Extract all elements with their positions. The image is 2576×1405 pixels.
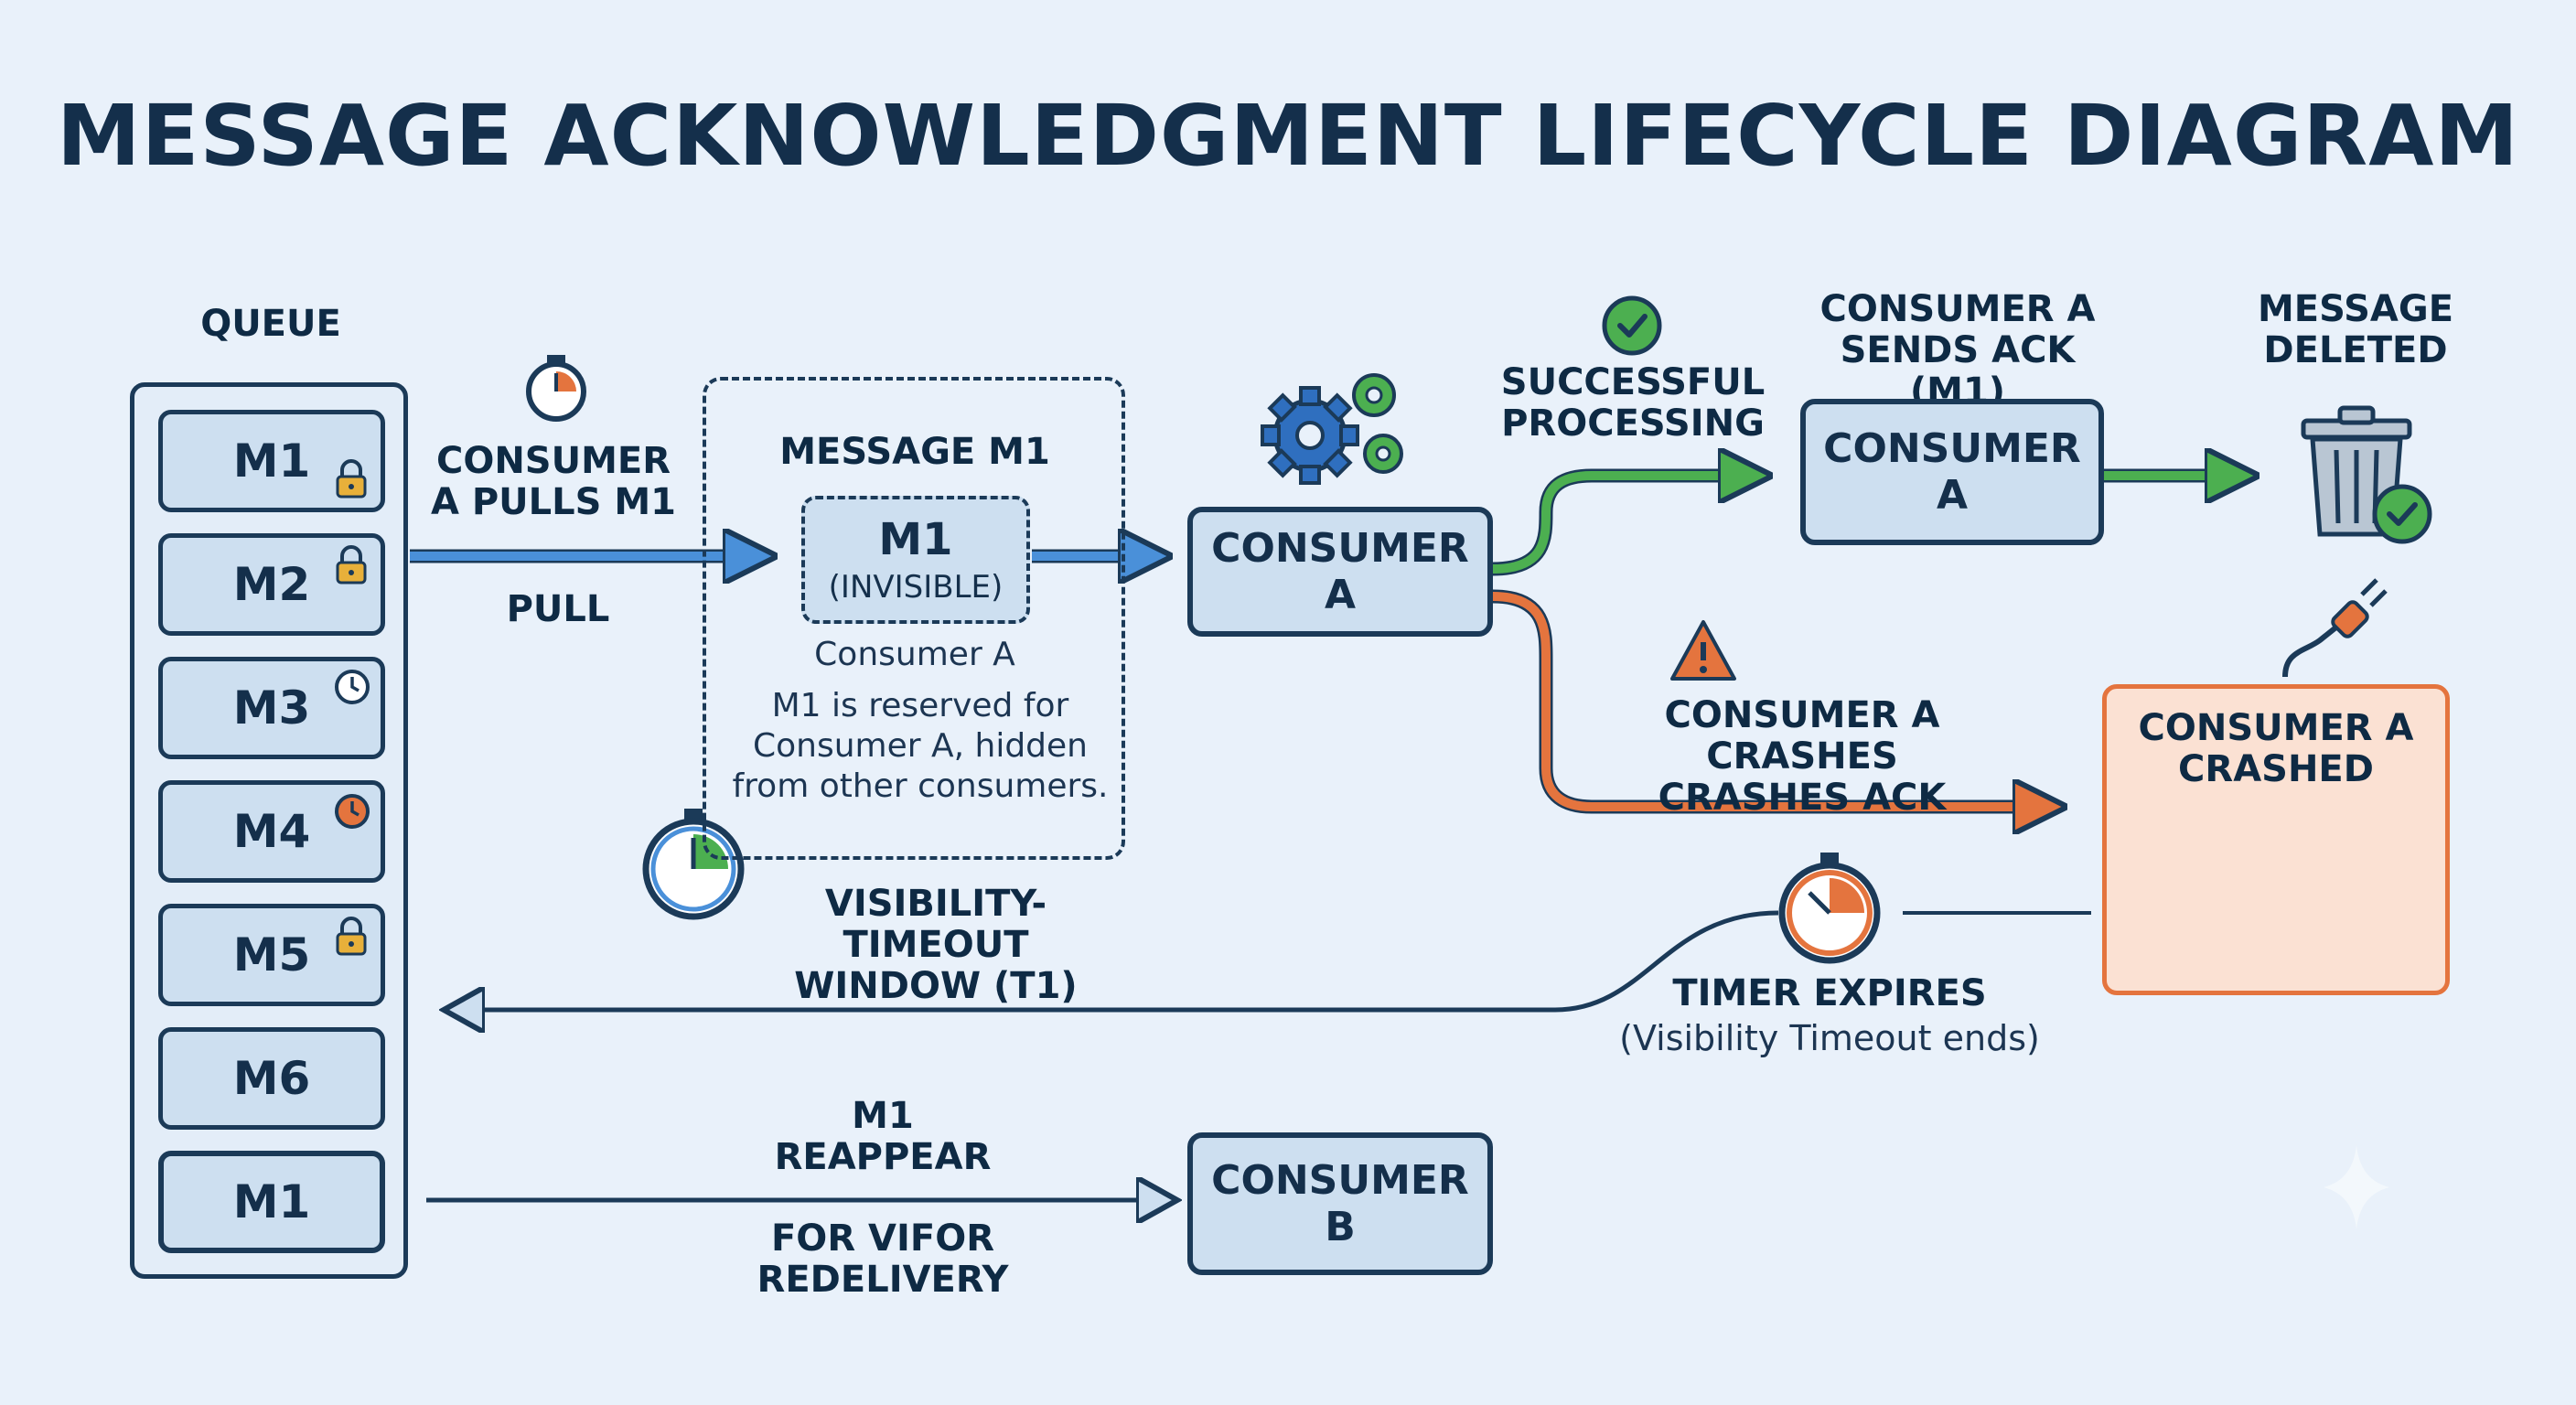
pull-caption: CONSUMER A PULLS M1	[430, 440, 677, 523]
message-deleted-label: MESSAGE DELETED	[2257, 288, 2454, 371]
invisible-message-m1[interactable]: M1 (INVISIBLE)	[801, 496, 1030, 624]
clock-icon-orange	[335, 794, 370, 829]
sends-ack-label: CONSUMER A SENDS ACK (M1)	[1819, 288, 2096, 413]
check-circle-icon	[1602, 295, 1662, 356]
timer-return-arrow	[448, 910, 2091, 1010]
consumer-a-ack-box[interactable]: CONSUMER A	[1800, 399, 2104, 545]
gears-icon	[1261, 373, 1403, 485]
crash-arrow	[1492, 589, 2049, 807]
diagram-title: MESSAGE ACKNOWLEDGMENT LIFECYCLE DIAGRAM	[57, 87, 2519, 185]
plug-icon	[2282, 578, 2388, 678]
lock-icon	[336, 917, 367, 956]
queue-item-m6[interactable]: M6	[158, 1027, 385, 1130]
visibility-timeout-label: VISIBILITY-TIMEOUT WINDOW (T1)	[794, 883, 1078, 1007]
timer-expires-sub: (Visibility Timeout ends)	[1619, 1018, 2040, 1058]
m1-reappear-label: M1 REAPPEAR	[774, 1095, 992, 1178]
warning-icon	[1670, 620, 1736, 681]
stopwatch-icon	[526, 355, 586, 422]
consumer-b-box[interactable]: CONSUMER B	[1187, 1132, 1493, 1275]
message-m1-header: MESSAGE M1	[779, 431, 1050, 473]
invisible-message-name: M1	[878, 514, 953, 565]
visibility-timeout-region	[703, 377, 1125, 860]
pull-label: PULL	[506, 588, 610, 630]
sparkle-icon	[2324, 1145, 2389, 1229]
invisible-message-owner: Consumer A	[814, 636, 1015, 673]
queue-item-m1-redelivered[interactable]: M1	[158, 1151, 385, 1253]
trash-icon	[2301, 405, 2432, 544]
timer-expires-label: TIMER EXPIRES	[1672, 972, 1987, 1014]
consumer-a-crashed-box[interactable]	[2102, 684, 2450, 995]
queue-item-m2[interactable]: M2	[158, 533, 385, 636]
redelivery-label: FOR VIFOR REDELIVERY	[757, 1217, 1009, 1301]
invisible-message-state: (INVISIBLE)	[828, 569, 1004, 606]
clock-icon	[335, 670, 370, 704]
successful-processing-label: SUCCESSFUL PROCESSING	[1500, 361, 1766, 445]
consumer-a-box[interactable]: CONSUMER A	[1187, 507, 1493, 637]
timer-stopwatch-icon	[1778, 853, 1881, 964]
success-arrow	[1492, 476, 1755, 576]
lock-icon	[336, 545, 367, 585]
queue-item-m3[interactable]: M3	[158, 657, 385, 759]
invisible-message-description: M1 is reserved for Consumer A, hidden fr…	[732, 687, 1109, 805]
lock-icon	[336, 459, 367, 499]
consumer-crashes-label: CONSUMER A CRASHES CRASHES ACK	[1658, 694, 1947, 819]
consumer-a-crashed-label: CONSUMER A CRASHED	[2138, 707, 2414, 790]
queue-label: QUEUE	[200, 303, 341, 345]
